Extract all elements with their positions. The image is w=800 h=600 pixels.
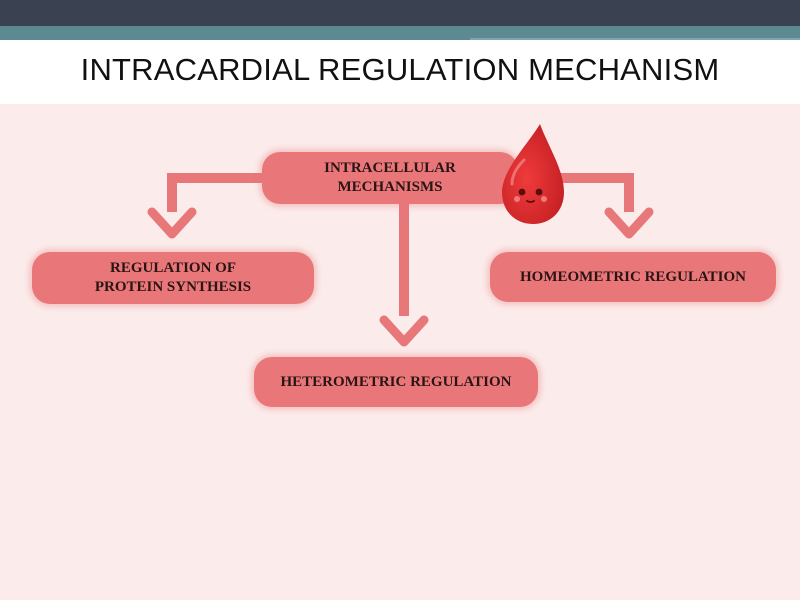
node-homeometric-regulation: HOMEOMETRIC REGULATION [490,252,776,302]
arrowhead-left [147,207,197,239]
arrowhead-right [604,207,654,239]
blood-drop-icon [502,124,564,224]
slide-top-bar [0,0,800,26]
node-heterometric-regulation: HETEROMETRIC REGULATION [254,357,538,407]
node-heterometric-regulation-label: HETEROMETRIC REGULATION [280,373,512,390]
node-regulation-of-protein-synthesis: REGULATION OF PROTEIN SYNTHESIS [32,252,314,304]
node-regulation-of-protein-synthesis-label: REGULATION OF PROTEIN SYNTHESIS [94,260,252,295]
title-band [0,40,800,104]
node-intracellular-mechanisms: INTRACELLULAR MECHANISMS [262,152,518,204]
connector-right [560,173,634,212]
connector-left [167,173,266,212]
arrowhead-mid [379,315,429,347]
page-title: INTRACARDIAL REGULATION MECHANISM [80,52,720,87]
node-homeometric-regulation-label: HOMEOMETRIC REGULATION [520,268,746,285]
node-intracellular-mechanisms-label: INTRACELLULAR MECHANISMS [324,160,456,195]
